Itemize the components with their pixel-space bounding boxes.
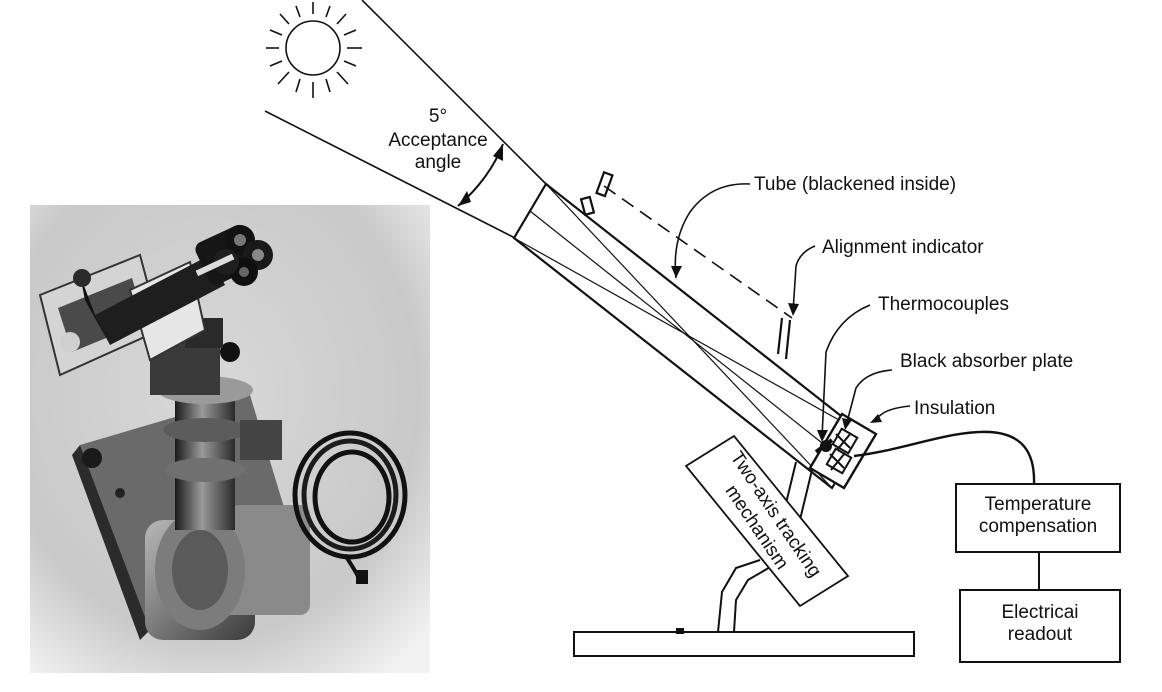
acceptance-degree-label: 5° [428,106,448,127]
temperature-label-line2: compensation [978,516,1098,537]
tracking-stand [573,434,915,657]
thermocouples-label: Thermocouples [878,294,1009,315]
temperature-compensation-box [955,483,1121,553]
temperature-compensation-text: Temperature compensation [956,494,1120,538]
acceptance-label-line2: angle [414,152,462,173]
acceptance-label-line1: Acceptance [388,130,488,151]
leader-lines [671,183,911,442]
electrical-readout-text: Electricai readout [960,602,1120,646]
sun-icon [266,2,362,98]
acceptance-cone [264,0,547,239]
electrical-readout-box [959,589,1121,663]
sensor-assembly [808,412,878,490]
insulation-label: Insulation [914,398,996,419]
signal-path [853,430,1040,590]
temperature-label-line1: Temperature [984,494,1092,515]
readout-label-line2: readout [1007,624,1073,645]
collimator-tube [512,170,866,490]
absorber-plate-label: Black absorber plate [900,351,1074,372]
readout-label-line1: Electricai [1001,602,1079,623]
instrument-photo [30,205,430,673]
alignment-indicator-label: Alignment indicator [822,237,984,258]
tube-label: Tube (blackened inside) [754,174,957,195]
